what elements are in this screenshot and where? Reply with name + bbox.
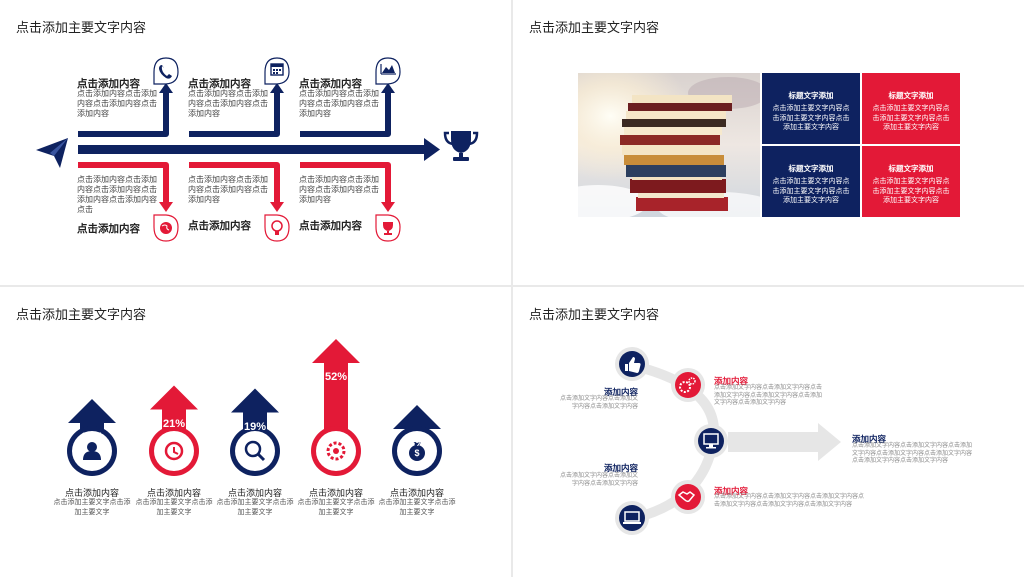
node-5-heading: 添加内容	[714, 486, 749, 496]
trophy-small-icon	[375, 214, 401, 242]
timeline-graphic	[36, 57, 479, 242]
bottom-item-1-heading: 点击添加内容	[77, 223, 140, 235]
slide-panel-timeline[interactable]: 点击添加主要文字内容	[0, 0, 511, 285]
arrow-head	[393, 405, 441, 429]
chart-icon	[375, 57, 401, 85]
slide-title: 点击添加主要文字内容	[529, 307, 660, 322]
gears-icon	[671, 368, 705, 402]
arrow-head	[150, 385, 198, 410]
lightbulb-icon	[264, 214, 290, 242]
percent-arrow-4	[311, 339, 361, 476]
item-title: 点击添加内容	[227, 488, 282, 498]
node-3-heading: 添加内容	[852, 434, 887, 444]
thumbs-up-icon	[615, 347, 649, 381]
bottom-item-3-text: 点击添加内容点击添加内容点击添加内容点击添加内容	[299, 175, 379, 204]
cell-text: 点击添加主要文字内容点击添加主要文字内容点击添加主要文字内容	[872, 178, 950, 204]
phone-icon	[153, 57, 179, 85]
node-3-text: 点击添加文字内容点击添加文字内容点击添加文字内容点击添加文字内容点击添加文字内容…	[852, 443, 973, 464]
percent-label: 21%	[162, 417, 186, 430]
item-text: 点击添加主要文字点击添加主要文字	[297, 499, 375, 516]
books-photo	[578, 73, 760, 217]
top-item-1-text: 点击添加内容点击添加内容点击添加内容点击添加内容	[77, 89, 157, 118]
feature-cell-3: 标题文字添加 点击添加主要文字内容点击添加主要文字内容点击添加主要文字内容	[762, 146, 860, 217]
item-text: 点击添加主要文字点击添加主要文字	[135, 499, 213, 516]
bottom-item-2-heading: 点击添加内容	[188, 220, 251, 232]
feature-cell-1: 标题文字添加 点击添加主要文字内容点击添加主要文字内容点击添加主要文字内容	[762, 73, 860, 144]
node-1-text: 点击添加文字内容点击添加文字内容点击添加文字内容	[560, 396, 639, 410]
percent-label: 8%	[409, 437, 425, 449]
cell-title: 标题文字添加	[888, 91, 934, 100]
percent-arrows-graphic: $	[67, 339, 442, 476]
globe-icon	[153, 214, 179, 242]
bottom-item-1-text: 点击添加内容点击添加内容点击添加内容点击添加内容点击添加内容点击	[77, 175, 157, 214]
slide-title: 点击添加主要文字内容	[529, 20, 660, 35]
paper-plane-icon	[36, 138, 68, 168]
calendar-icon	[264, 57, 290, 85]
node-5-text: 点击添加文字内容点击添加文字内容点击添加文字内容点击添加文字内容点击添加文字内容…	[714, 494, 865, 508]
bottom-item-2-text: 点击添加内容点击添加内容点击添加内容点击添加内容	[188, 175, 268, 204]
gear-icon	[326, 441, 346, 461]
top-item-2-text: 点击添加内容点击添加内容点击添加内容点击添加内容	[188, 89, 268, 118]
process-graphic	[615, 347, 841, 535]
feature-cell-2: 标题文字添加 点击添加主要文字内容点击添加主要文字内容点击添加主要文字内容	[862, 73, 960, 144]
history-icon	[164, 441, 184, 461]
percent-label: 52%	[324, 371, 348, 383]
trophy-icon	[443, 131, 479, 161]
money-bag-icon: $	[409, 442, 425, 461]
top-item-2-heading: 点击添加内容	[188, 78, 251, 90]
top-item-3-text: 点击添加内容点击添加内容点击添加内容点击添加内容	[299, 89, 379, 118]
arrow-head	[68, 399, 116, 423]
node-4-heading: 添加内容	[604, 463, 639, 473]
monitor-icon	[694, 424, 728, 458]
item-text: 点击添加主要文字点击添加主要文字	[216, 499, 294, 516]
percent-arrow-3	[230, 388, 280, 476]
node-4-text: 点击添加文字内容点击添加文字内容点击添加文字内容	[560, 473, 639, 487]
cell-text: 点击添加主要文字内容点击添加主要文字内容点击添加主要文字内容	[772, 105, 850, 131]
percent-arrow-2	[149, 385, 199, 476]
cell-text: 点击添加主要文字内容点击添加主要文字内容点击添加主要文字内容	[772, 178, 850, 204]
node-2-heading: 添加内容	[714, 376, 749, 386]
item-title: 点击添加内容	[146, 488, 201, 498]
arrow-head	[231, 388, 279, 413]
percent-label: 12%	[80, 431, 104, 443]
item-text: 点击添加主要文字点击添加主要文字	[378, 499, 456, 516]
item-title: 点击添加内容	[389, 488, 444, 498]
item-title: 点击添加内容	[308, 488, 363, 498]
percent-arrow-1	[67, 399, 117, 476]
svg-text:$: $	[414, 448, 419, 458]
laptop-icon	[615, 501, 649, 535]
cell-text: 点击添加主要文字内容点击添加主要文字内容点击添加主要文字内容	[872, 105, 950, 131]
top-item-1-heading: 点击添加内容	[77, 78, 140, 90]
node-1-heading: 添加内容	[604, 387, 639, 397]
slide-title: 点击添加主要文字内容	[16, 20, 147, 35]
cell-title: 标题文字添加	[788, 164, 834, 173]
slide-title: 点击添加主要文字内容	[16, 307, 147, 322]
handshake-icon	[671, 480, 705, 514]
arrow-head	[312, 339, 360, 363]
search-icon	[244, 440, 266, 462]
cell-title: 标题文字添加	[788, 91, 834, 100]
item-title: 点击添加内容	[64, 488, 119, 498]
node-2-text: 点击添加文字内容点击添加文字内容点击添加文字内容点击添加文字内容点击添加文字内容…	[714, 385, 823, 406]
cell-title: 标题文字添加	[888, 164, 934, 173]
user-icon	[83, 442, 101, 460]
bottom-item-3-heading: 点击添加内容	[299, 220, 362, 232]
top-item-3-heading: 点击添加内容	[299, 78, 362, 90]
slide-panel-process[interactable]: 点击添加主要文字内容	[513, 287, 1024, 577]
feature-cell-4: 标题文字添加 点击添加主要文字内容点击添加主要文字内容点击添加主要文字内容	[862, 146, 960, 217]
percent-label: 19%	[243, 420, 267, 433]
percent-arrow-5: $	[392, 405, 442, 476]
item-text: 点击添加主要文字点击添加主要文字	[53, 499, 131, 516]
slide-panel-books[interactable]: 点击添加主要文字内容	[513, 0, 1024, 285]
